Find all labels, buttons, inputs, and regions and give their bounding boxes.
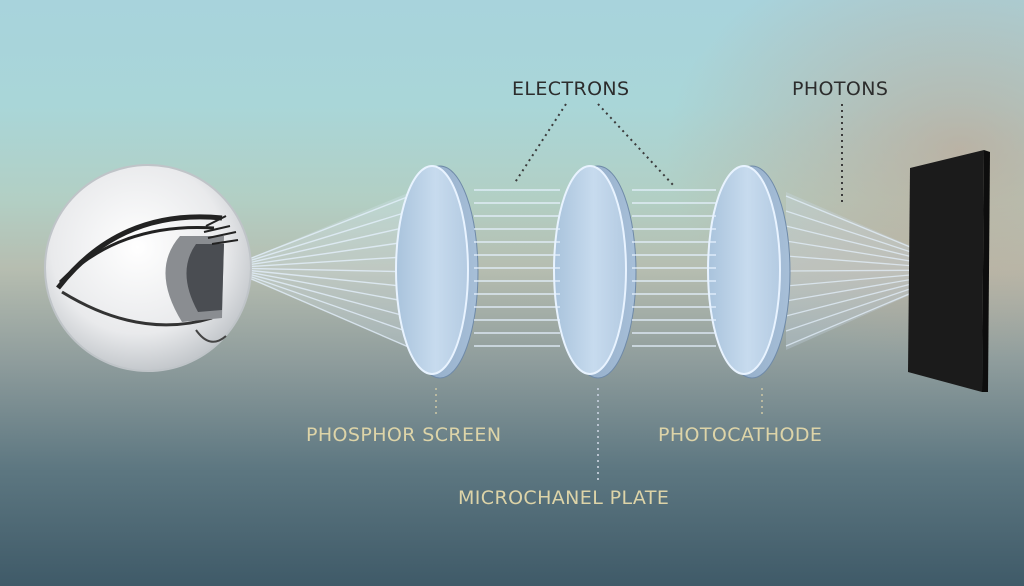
photocathode-label: PHOTOCATHODE [658,424,823,446]
phosphor-screen-label: PHOSPHOR SCREEN [306,424,502,446]
photons-label: PHOTONS [792,78,889,100]
photocathode-disc [707,165,791,379]
dark-object [908,150,990,392]
light-cone-to-eye [225,188,421,353]
electrons-leader-right [597,103,675,187]
eye-icon [44,164,252,372]
electrons-label: ELECTRONS [512,78,630,100]
microchannel-plate-disc [553,165,637,379]
electrons-leader-left [513,103,567,185]
leader-lines [435,103,843,480]
phosphor-screen-disc [395,165,479,379]
microchannel-plate-label: MICROCHANEL PLATE [458,487,670,509]
electron-streaks [474,189,716,347]
